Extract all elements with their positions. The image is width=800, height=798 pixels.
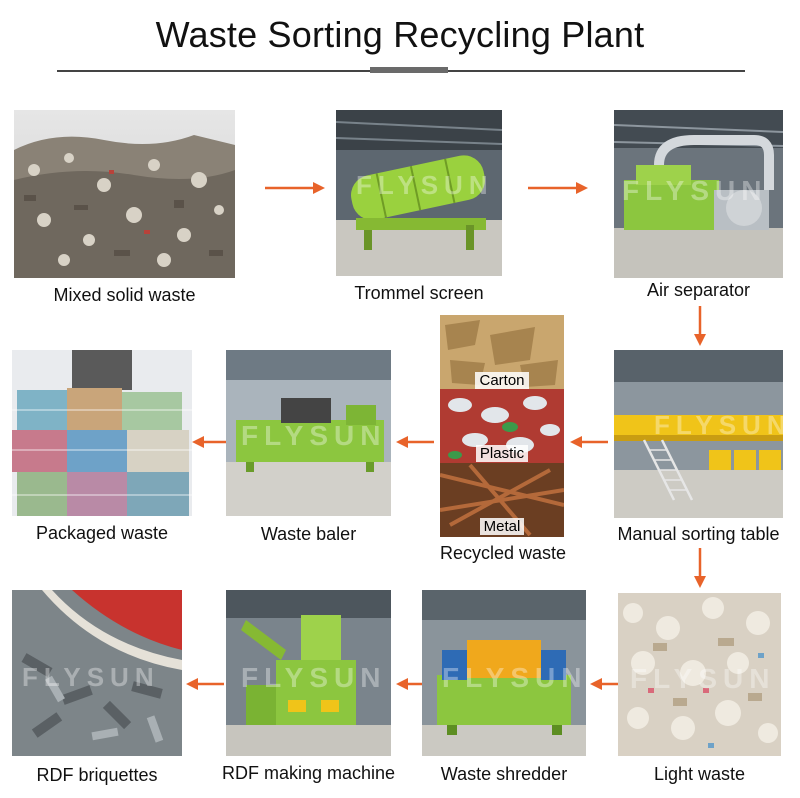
caption-waste-baler: Waste baler	[260, 524, 357, 544]
caption-waste-shredder: Waste shredder	[440, 764, 568, 784]
caption-rdf-briquettes: RDF briquettes	[36, 765, 158, 785]
flow-arrow-11	[186, 676, 224, 692]
flow-arrow-4	[570, 434, 608, 450]
trommel-screen-photo: FLYSUN	[336, 110, 502, 276]
mixed-solid-waste-photo	[14, 110, 235, 278]
flow-arrow-1	[265, 180, 325, 196]
page-title: Waste Sorting Recycling Plant	[155, 14, 645, 55]
recycled-waste-photo: Carton Plastic Metal	[440, 315, 564, 537]
label-metal: Metal	[440, 518, 564, 535]
manual-sorting-table-photo: FLYSUN	[614, 350, 783, 518]
flow-arrow-2	[528, 180, 588, 196]
waste-baler-photo: FLYSUN	[226, 350, 391, 516]
rdf-making-machine-photo: FLYSUN	[226, 590, 391, 756]
caption-trommel-screen: Trommel screen	[354, 283, 484, 303]
waste-shredder-photo: FLYSUN	[422, 590, 586, 756]
flow-arrow-3	[692, 306, 708, 346]
flow-arrow-7	[396, 434, 434, 450]
title-divider-accent	[370, 67, 448, 73]
caption-light-waste: Light waste	[653, 764, 746, 784]
air-separator-photo: FLYSUN	[614, 110, 783, 278]
caption-manual-sorting-table: Manual sorting table	[617, 524, 780, 544]
flow-arrow-8	[192, 434, 226, 450]
rdf-briquettes-photo: FLYSUN	[12, 590, 182, 756]
caption-rdf-making-machine: RDF making machine	[221, 763, 396, 783]
light-waste-photo: FLYSUN	[618, 593, 781, 756]
caption-mixed-solid-waste: Mixed solid waste	[53, 285, 196, 305]
label-plastic: Plastic	[440, 445, 564, 462]
label-carton: Carton	[440, 372, 564, 389]
caption-recycled-waste: Recycled waste	[439, 543, 567, 563]
caption-air-separator: Air separator	[646, 280, 751, 300]
caption-packaged-waste: Packaged waste	[35, 523, 169, 543]
flow-arrow-5	[692, 548, 708, 588]
packaged-waste-photo	[12, 350, 192, 516]
